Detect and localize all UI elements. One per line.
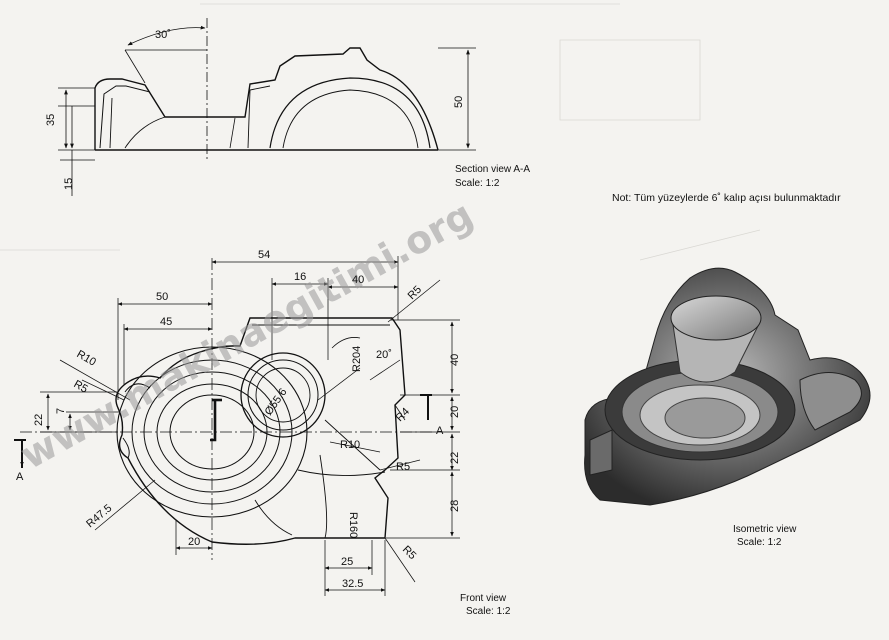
section-view: [95, 48, 438, 150]
dim-r5-bottom: R5: [400, 544, 418, 562]
dim-angle-30: 30˚: [155, 29, 171, 41]
dim-r10-right: R10: [340, 439, 360, 451]
dim-45: 45: [160, 316, 172, 328]
dim-40-top: 40: [352, 274, 364, 286]
dim-40-right: 40: [449, 354, 461, 366]
isometric-view: [585, 268, 870, 505]
dim-angle-20: 20˚: [376, 349, 392, 361]
isometric-view-title: Isometric view: [733, 524, 797, 535]
dim-50: 50: [156, 291, 168, 303]
dim-r5-left: R5: [72, 378, 90, 395]
dim-28: 28: [449, 500, 461, 512]
dim-15: 15: [63, 178, 75, 190]
dim-22-left: 22: [33, 414, 45, 426]
dim-r5-right: R5: [396, 461, 410, 473]
dim-r204: R204: [351, 346, 363, 372]
dim-54: 54: [258, 249, 270, 261]
front-view-dims: [14, 256, 460, 596]
section-view-dims: [58, 18, 476, 196]
dim-20-right: 20: [449, 406, 461, 418]
dim-22-right: 22: [449, 452, 461, 464]
isometric-view-scale: Scale: 1:2: [737, 537, 782, 548]
dim-r160: R160: [347, 512, 359, 538]
dim-20-bottom: 20: [188, 536, 200, 548]
section-marker-a-right: A: [436, 425, 444, 437]
dim-16: 16: [294, 271, 306, 283]
dim-32-5: 32.5: [342, 578, 363, 590]
watermark: www.makinaegitimi.org: [13, 192, 480, 478]
section-view-scale: Scale: 1:2: [455, 178, 500, 189]
section-marker-a-left: A: [16, 471, 24, 483]
draft-angle-note: Not: Tüm yüzeylerde 6˚ kalıp açısı bulun…: [612, 192, 841, 204]
section-dim-labels: 30˚ 35 15 50: [45, 29, 465, 190]
front-view-title: Front view: [460, 593, 507, 604]
dim-r5-top: R5: [406, 284, 424, 302]
background-grid: [0, 4, 760, 260]
dim-35: 35: [45, 114, 57, 126]
section-view-title: Section view A-A: [455, 164, 531, 175]
dim-25: 25: [341, 556, 353, 568]
front-view-scale: Scale: 1:2: [466, 606, 511, 617]
dim-r10-left: R10: [75, 348, 98, 368]
dim-7: 7: [55, 408, 67, 414]
dim-50: 50: [453, 96, 465, 108]
dim-dia-55-6: Ø55.6: [263, 386, 290, 417]
